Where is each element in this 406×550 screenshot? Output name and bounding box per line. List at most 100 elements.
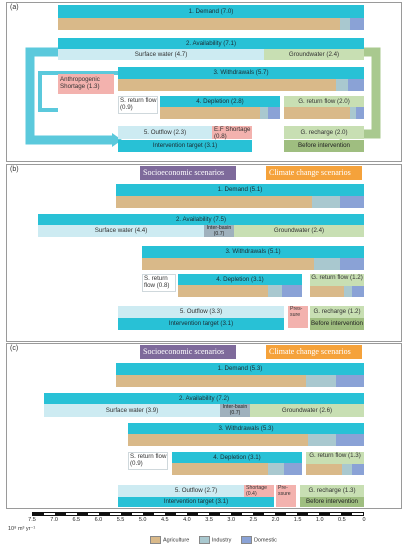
axis-tick-label: 3.5 xyxy=(205,517,213,523)
g-return-flow: G. return flow (2.0) xyxy=(284,96,364,107)
depletion-domestic xyxy=(284,463,302,475)
legend-domestic: Domestic xyxy=(253,537,277,544)
g-return-label: G. return flow (1.3) xyxy=(309,452,361,459)
demand-agri xyxy=(58,18,340,30)
demand-industry xyxy=(312,196,340,208)
inter-basin-label: Inter-basin (0.7) xyxy=(206,225,232,237)
axis-tick-label: 5.0 xyxy=(138,517,147,523)
g-recharge-label: G. recharge (2.0) xyxy=(300,129,348,136)
axis-tick-label: 6.0 xyxy=(94,517,103,523)
withdrawals-domestic xyxy=(336,434,364,446)
axis-tick-label: 5.5 xyxy=(116,517,125,523)
withdraw-arrow-a xyxy=(38,71,118,112)
intervention-target: Intervention target (3.1) xyxy=(118,497,274,507)
panel-label: (c) xyxy=(10,345,19,352)
outflow-label: 5. Outflow (2.7) xyxy=(174,487,218,494)
depletion-agri xyxy=(178,285,268,297)
demand-domestic xyxy=(350,18,364,30)
ef-shortage: E.F Shortage (0.8) xyxy=(212,126,252,140)
groundwater-label: Groundwater (2.4) xyxy=(273,227,325,234)
withdrawals-label: 3. Withdrawals (5.7) xyxy=(213,69,269,76)
demand-agri xyxy=(116,196,312,208)
withdrawals-industry xyxy=(308,434,336,446)
anthropogenic-shortage: Anthropogenic Shortage (1.3) xyxy=(58,74,114,94)
inter-basin: Inter-basin (0.7) xyxy=(220,404,250,417)
legend: Agriculture Industry Domestic xyxy=(150,536,277,544)
withdrawals-bar: 3. Withdrawals (5.7) xyxy=(118,67,364,79)
withdrawals-industry xyxy=(336,79,348,91)
pressure-label: Pres- sure xyxy=(290,306,303,318)
depletion-domestic xyxy=(282,285,302,297)
pressure: Pres- sure xyxy=(288,306,308,328)
climate-scenarios: Climate change scenarios xyxy=(266,166,362,180)
s-return-flow: S. return flow (0.9) xyxy=(128,452,168,470)
surface-water: Surface water (3.9) xyxy=(44,404,220,417)
withdrawals-bar: 3. Withdrawals (5.3) xyxy=(128,423,364,434)
withdrawals-domestic xyxy=(340,258,364,270)
g-return-domestic xyxy=(352,464,364,475)
depletion-bar: 4. Depletion (3.1) xyxy=(178,274,302,285)
axis-tick-label: 4.5 xyxy=(160,517,169,523)
outflow: 5. Outflow (2.7) xyxy=(118,485,274,497)
g-recharge-label: G. recharge (1.3) xyxy=(308,487,356,494)
axis-tick-label: 2.0 xyxy=(271,517,280,523)
intervention-target: Intervention target (3.1) xyxy=(118,318,284,330)
depletion-label: 4. Depletion (3.1) xyxy=(213,454,261,461)
intervention-label: Intervention target (3.1) xyxy=(168,320,234,327)
withdrawals-bar: 3. Withdrawals (5.1) xyxy=(142,246,364,258)
legend-industry-swatch xyxy=(198,536,210,544)
availability-label: 2. Availability (7.5) xyxy=(175,216,227,223)
demand-agri xyxy=(116,375,306,387)
surface-water-label: Surface water (4.7) xyxy=(134,51,188,58)
scale-bar xyxy=(32,512,364,516)
depletion-industry xyxy=(260,107,268,119)
intervention-label: Intervention target (3.1) xyxy=(163,498,229,505)
flow-arrow-left-a xyxy=(25,47,114,145)
surface-water: Surface water (4.7) xyxy=(58,49,264,60)
inter-basin-label: Inter-basin (0.7) xyxy=(222,404,248,416)
demand-bar: 1. Demand (5.3) xyxy=(116,363,364,375)
outflow: 5. Outflow (2.3) xyxy=(118,126,212,139)
socio-scenarios: Socioeconomic scenarios xyxy=(140,166,236,180)
before-label: Before intervention xyxy=(306,498,358,505)
before-intervention: Before intervention xyxy=(284,140,364,152)
demand-label: 1. Demand (5.3) xyxy=(217,365,263,372)
pressure: Pre- ssure xyxy=(276,485,296,507)
g-return-agri xyxy=(284,107,350,119)
g-return-agri xyxy=(306,464,342,475)
g-return-label: G. return flow (1.2) xyxy=(311,274,363,281)
shortage: Shortage (0.4) xyxy=(244,485,274,497)
before-label: Before intervention xyxy=(311,320,363,327)
g-return-industry xyxy=(344,286,352,297)
axis-tick-label: 2.5 xyxy=(249,517,258,523)
before-intervention: Before intervention xyxy=(300,497,364,507)
availability-bar: 2. Availability (7.5) xyxy=(38,214,364,225)
legend-domestic-swatch xyxy=(240,536,252,544)
g-return-label: G. return flow (2.0) xyxy=(298,98,350,105)
surface-water-label: Surface water (3.9) xyxy=(105,407,159,414)
groundwater: Groundwater (2.4) xyxy=(264,49,364,60)
axis-tick-label: 0 xyxy=(362,517,366,523)
g-recharge: G. recharge (1.2) xyxy=(310,306,364,318)
demand-label: 1. Demand (7.0) xyxy=(188,8,234,15)
inter-basin: Inter-basin (0.7) xyxy=(204,225,234,237)
availability-bar: 2. Availability (7.2) xyxy=(44,393,364,404)
demand-label: 1. Demand (5.1) xyxy=(217,186,263,193)
s-return-flow: S. return flow (0.8) xyxy=(142,274,176,292)
axis-unit: 10⁸ m³ yr⁻¹ xyxy=(8,526,36,532)
g-return-industry xyxy=(350,107,356,119)
groundwater: Groundwater (2.4) xyxy=(234,225,364,237)
depletion-label: 4. Depletion (3.1) xyxy=(216,276,264,283)
g-return-flow: G. return flow (1.3) xyxy=(306,452,364,464)
socio-label: Socioeconomic scenarios xyxy=(143,347,225,356)
outflow: 5. Outflow (3.3) xyxy=(118,306,284,318)
axis-tick-label: 1.0 xyxy=(315,517,324,523)
depletion-agri xyxy=(172,463,268,475)
g-recharge-label: G. recharge (1.2) xyxy=(313,308,361,315)
intervention-target: Intervention target (3.1) xyxy=(118,140,252,152)
depletion-agri xyxy=(160,107,260,119)
surface-water: Surface water (4.4) xyxy=(38,225,204,237)
before-intervention: Before intervention xyxy=(310,318,364,330)
legend-industry: Industry xyxy=(211,537,232,544)
s-return-flow: S. return flow (0.9) xyxy=(118,96,158,114)
